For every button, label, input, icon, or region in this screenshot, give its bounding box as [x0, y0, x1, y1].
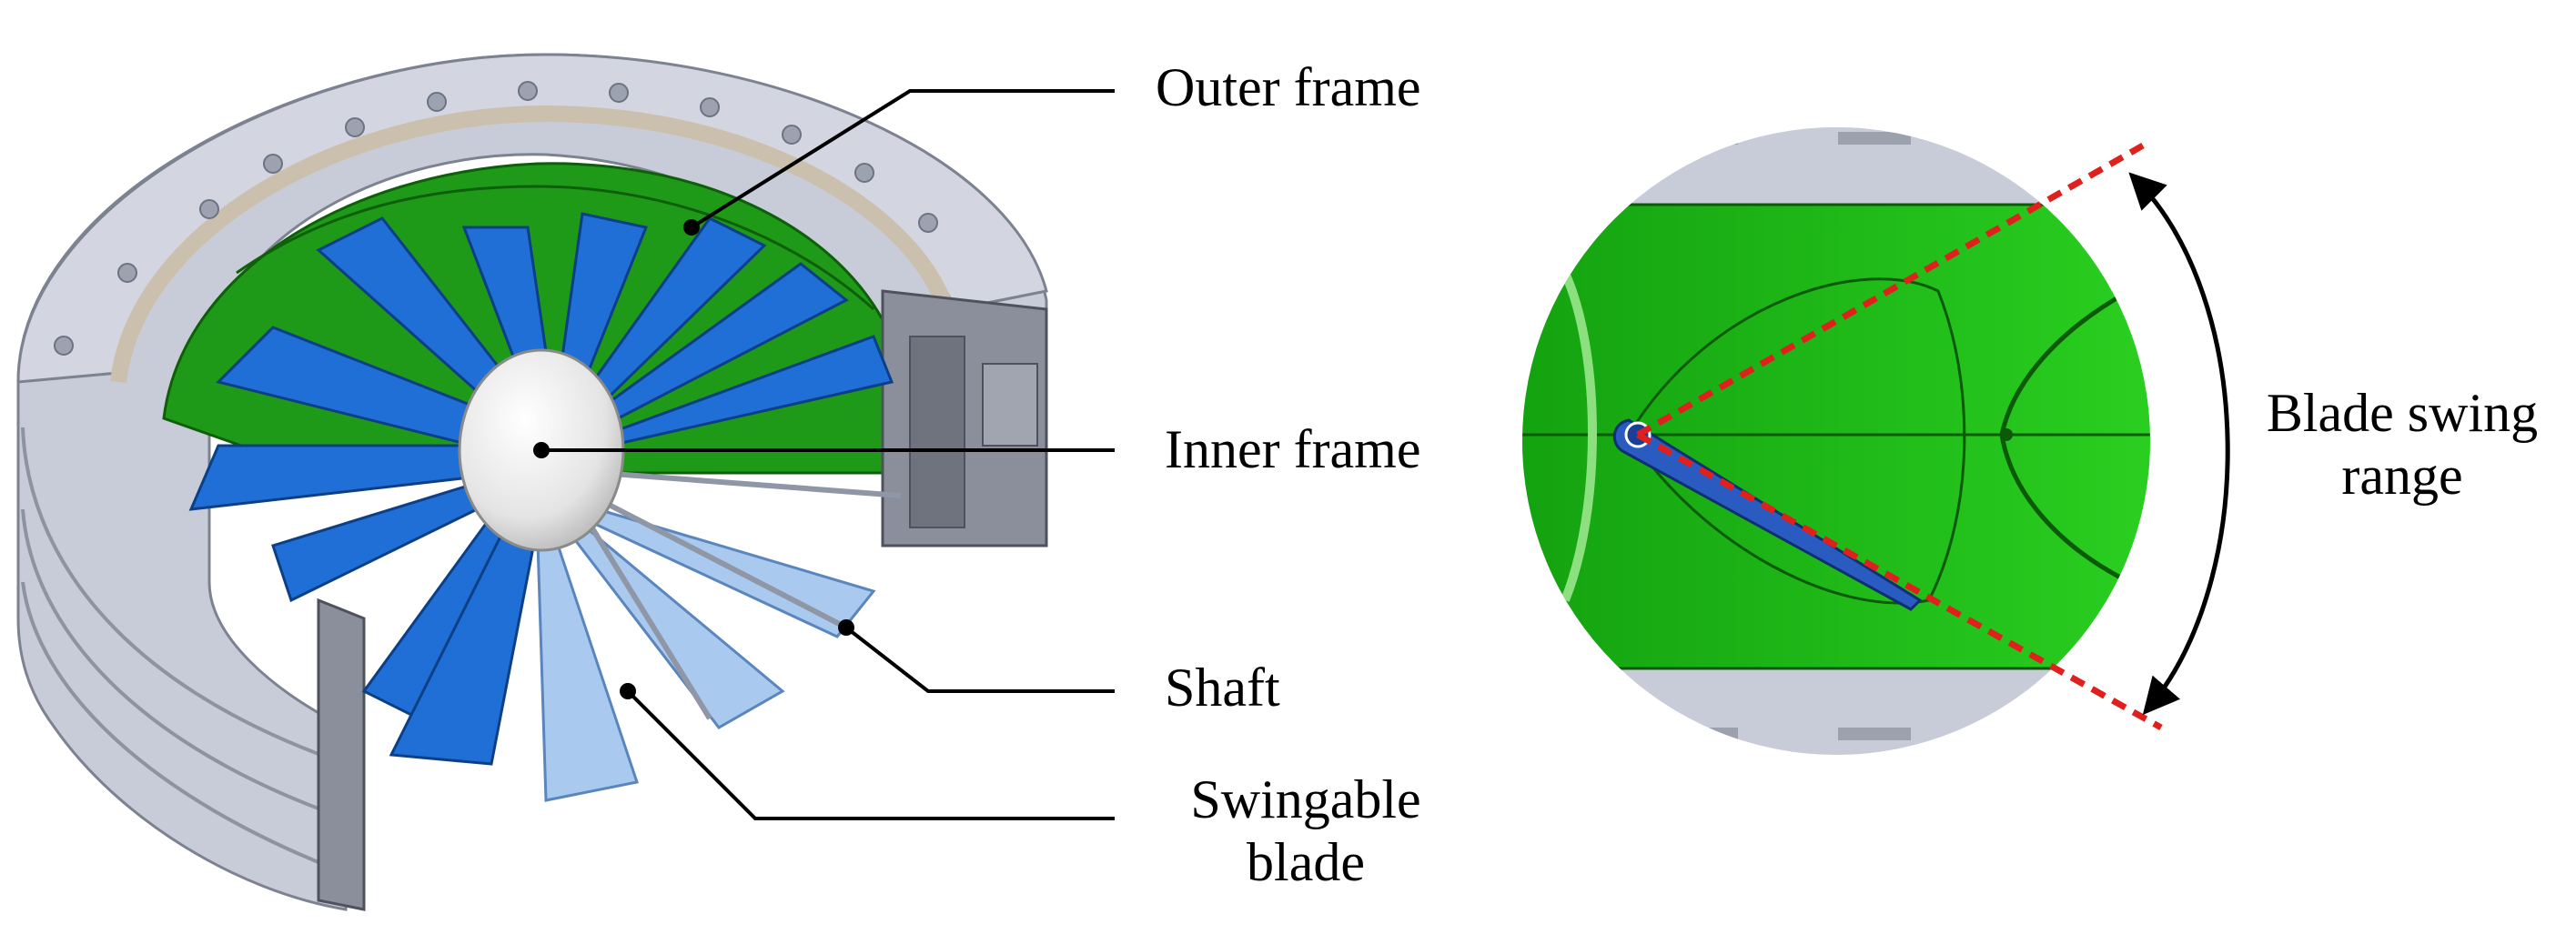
- label-swingable-blade-line2: blade: [1247, 832, 1365, 892]
- detail-blade: [1612, 418, 1923, 611]
- label-shaft: Shaft: [1165, 658, 1280, 718]
- label-blade-swing-range-line1: Blade swing: [2266, 383, 2539, 443]
- label-swingable-blade: Swingable blade: [1151, 768, 1460, 894]
- double-headed-curved-arrow: [2128, 172, 2230, 716]
- swingable-blades: [535, 503, 876, 802]
- bearing-ring: [110, 105, 955, 384]
- leader-lines: [533, 89, 1115, 820]
- label-blade-swing-range: Blade swing range: [2238, 382, 2566, 507]
- label-swingable-blade-line1: Swingable: [1190, 769, 1421, 829]
- swing-limit-lines: [1636, 142, 2163, 731]
- label-blade-swing-range-line2: range: [2341, 446, 2463, 506]
- fan-cutaway-illustration: [16, 53, 1048, 911]
- blade-swing-detail: [1522, 127, 2230, 755]
- green-channel: [1522, 205, 2150, 668]
- label-inner-frame: Inner frame: [1165, 419, 1421, 479]
- label-outer-frame: Outer frame: [1156, 57, 1421, 117]
